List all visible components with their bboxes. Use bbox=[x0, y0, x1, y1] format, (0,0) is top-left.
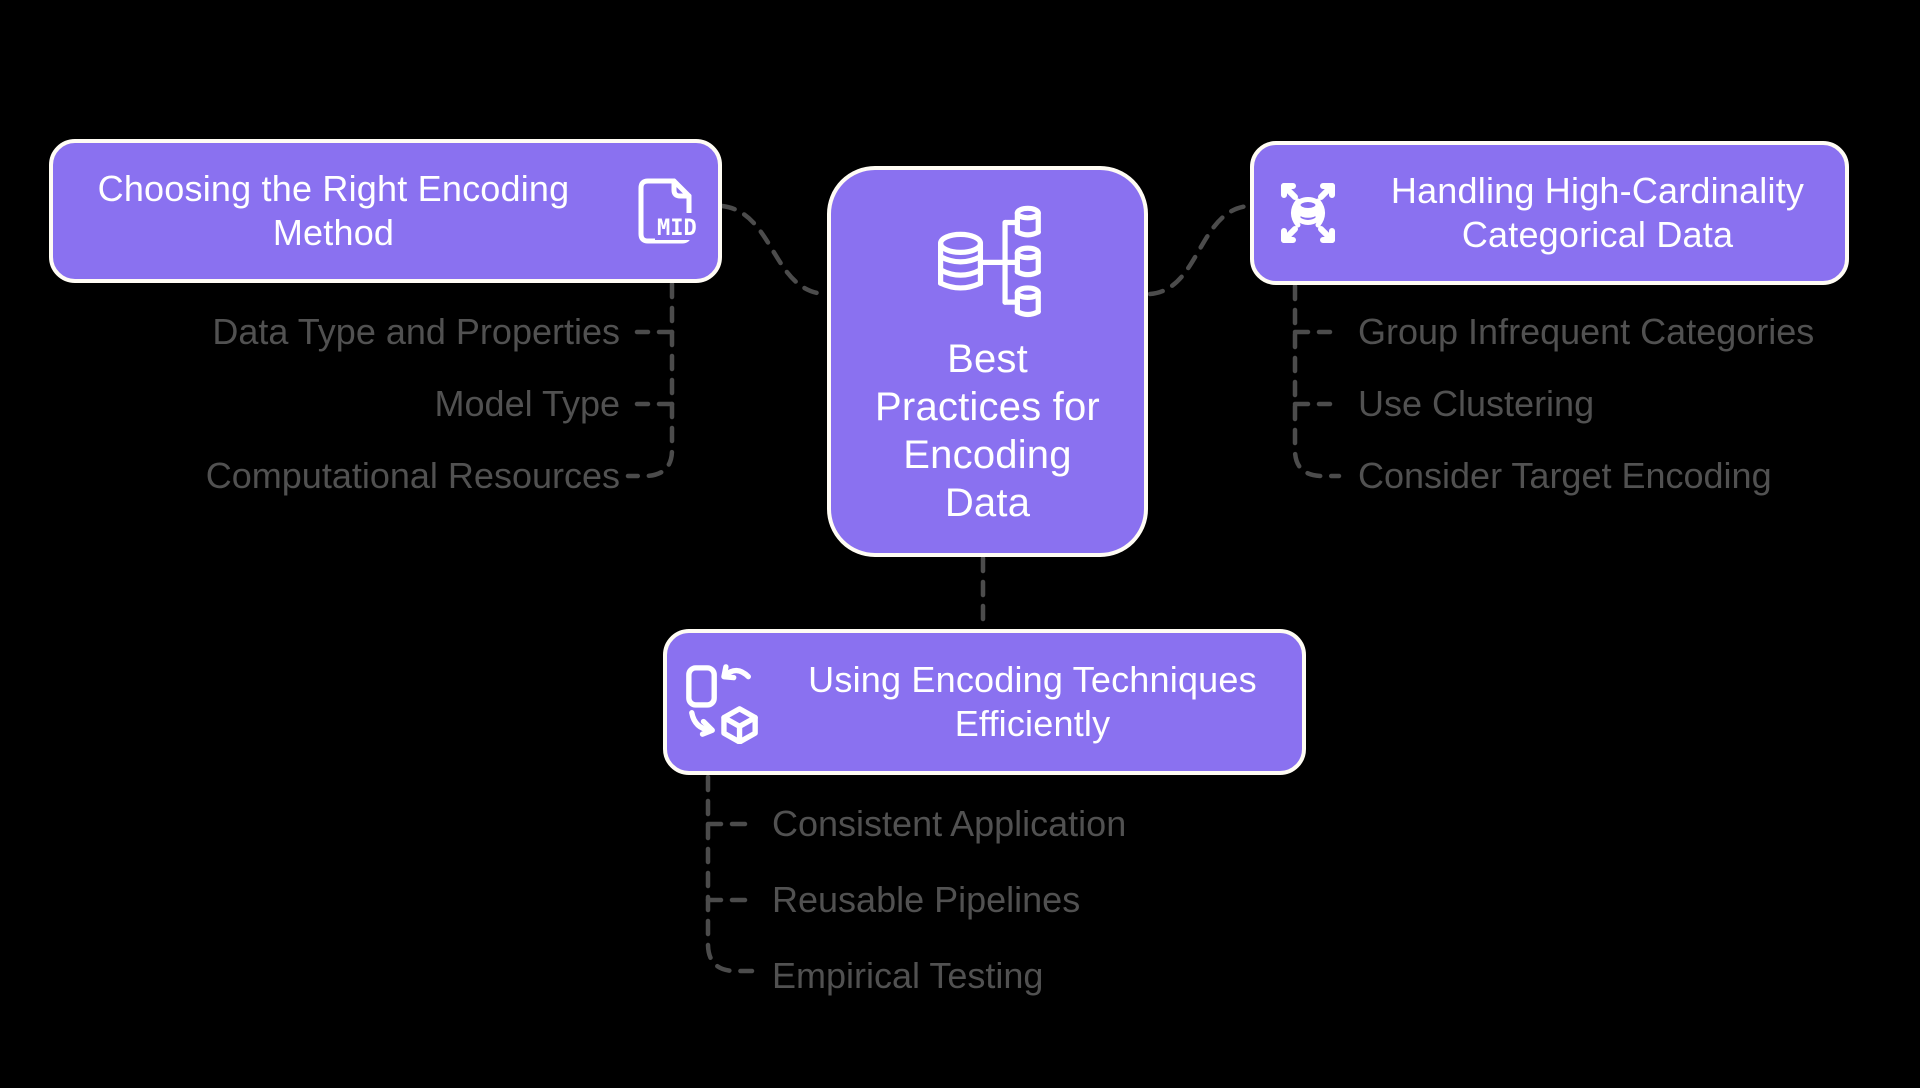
branch-node-right-title: Handling High-Cardinality Categorical Da… bbox=[1390, 170, 1805, 255]
leaf-label: Consistent Application bbox=[772, 803, 1127, 844]
connector-right-tree bbox=[1292, 283, 1342, 479]
leaf-label: Group Infrequent Categories bbox=[1358, 311, 1815, 352]
branch-node-left-title: Choosing the Right Encoding Method bbox=[97, 168, 570, 253]
leaf-label: Data Type and Properties bbox=[212, 311, 620, 352]
leaf-label: Model Type bbox=[434, 383, 620, 424]
database-branching-icon bbox=[932, 196, 1044, 323]
center-node-title: Best Practices for Encoding Data bbox=[875, 337, 1100, 525]
mid-file-icon-label: MID bbox=[657, 216, 696, 241]
connector-bottom-tree bbox=[705, 774, 755, 974]
center-node: Best Practices for Encoding Data bbox=[827, 166, 1148, 557]
mid-file-icon: MID bbox=[634, 178, 696, 244]
branch-node-left: Choosing the Right Encoding Method MID bbox=[49, 139, 722, 283]
leaf-label: Consider Target Encoding bbox=[1358, 455, 1772, 496]
leaf-label: Use Clustering bbox=[1358, 383, 1595, 424]
connector-center-right bbox=[1147, 203, 1251, 297]
branch-node-bottom-title: Using Encoding Techniques Efficiently bbox=[808, 659, 1257, 744]
scale-out-database-icon bbox=[1272, 174, 1344, 252]
leaf-label: Computational Resources bbox=[205, 455, 620, 496]
connector-left-tree bbox=[625, 281, 675, 479]
leaf-label: Reusable Pipelines bbox=[772, 879, 1081, 920]
branch-node-bottom: Using Encoding Techniques Efficiently bbox=[663, 629, 1306, 775]
leaf-label: Empirical Testing bbox=[772, 955, 1044, 996]
branch-node-right: Handling High-Cardinality Categorical Da… bbox=[1250, 141, 1849, 285]
connector-center-left bbox=[719, 203, 827, 297]
document-to-object-transform-icon bbox=[683, 660, 761, 744]
